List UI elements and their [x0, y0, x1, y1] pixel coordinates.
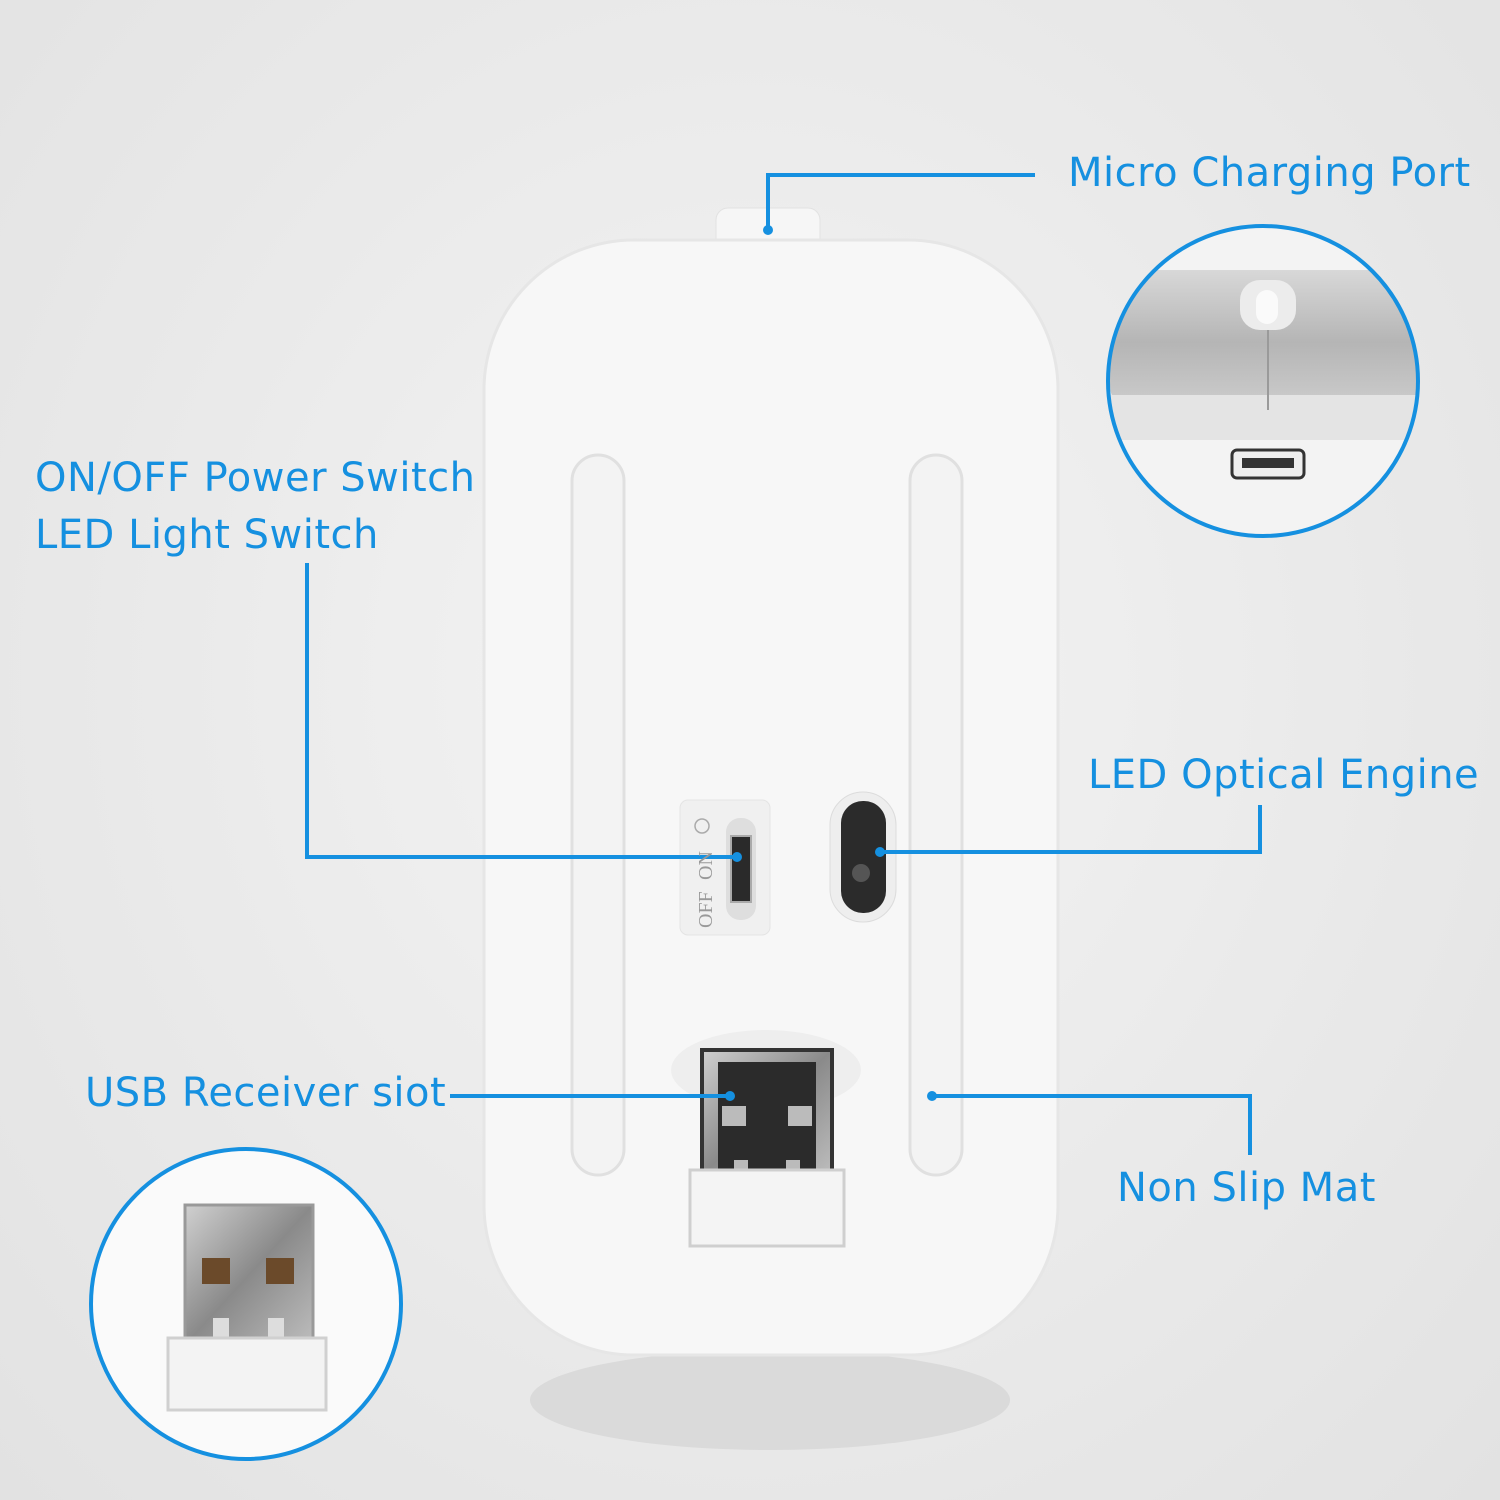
- label-usb-slot: USB Receiver siot: [85, 1070, 447, 1116]
- label-micro-charging-port: Micro Charging Port: [1068, 150, 1471, 196]
- callout-dots: [725, 225, 937, 1101]
- label-led-switch: LED Light Switch: [35, 512, 379, 558]
- switch-housing: [679, 799, 771, 936]
- callout-lines: [305, 173, 1262, 1155]
- mouse-shadow: [530, 1350, 1010, 1450]
- inset-usb-receiver: [91, 1149, 401, 1459]
- label-optical-engine: LED Optical Engine: [1088, 752, 1480, 798]
- switch-off-print: OFF: [695, 891, 717, 928]
- optical-sensor: [841, 801, 886, 913]
- usb-receiver-cap: [688, 1168, 846, 1248]
- switch-on-print: ON: [695, 851, 717, 880]
- inset-micro-port: [1108, 226, 1418, 536]
- sun-icon: [694, 818, 710, 834]
- non-slip-mat-right: [908, 453, 964, 1177]
- non-slip-mat-left: [570, 453, 626, 1177]
- label-power-switch: ON/OFF Power Switch: [35, 455, 476, 501]
- label-non-slip-mat: Non Slip Mat: [1117, 1165, 1376, 1211]
